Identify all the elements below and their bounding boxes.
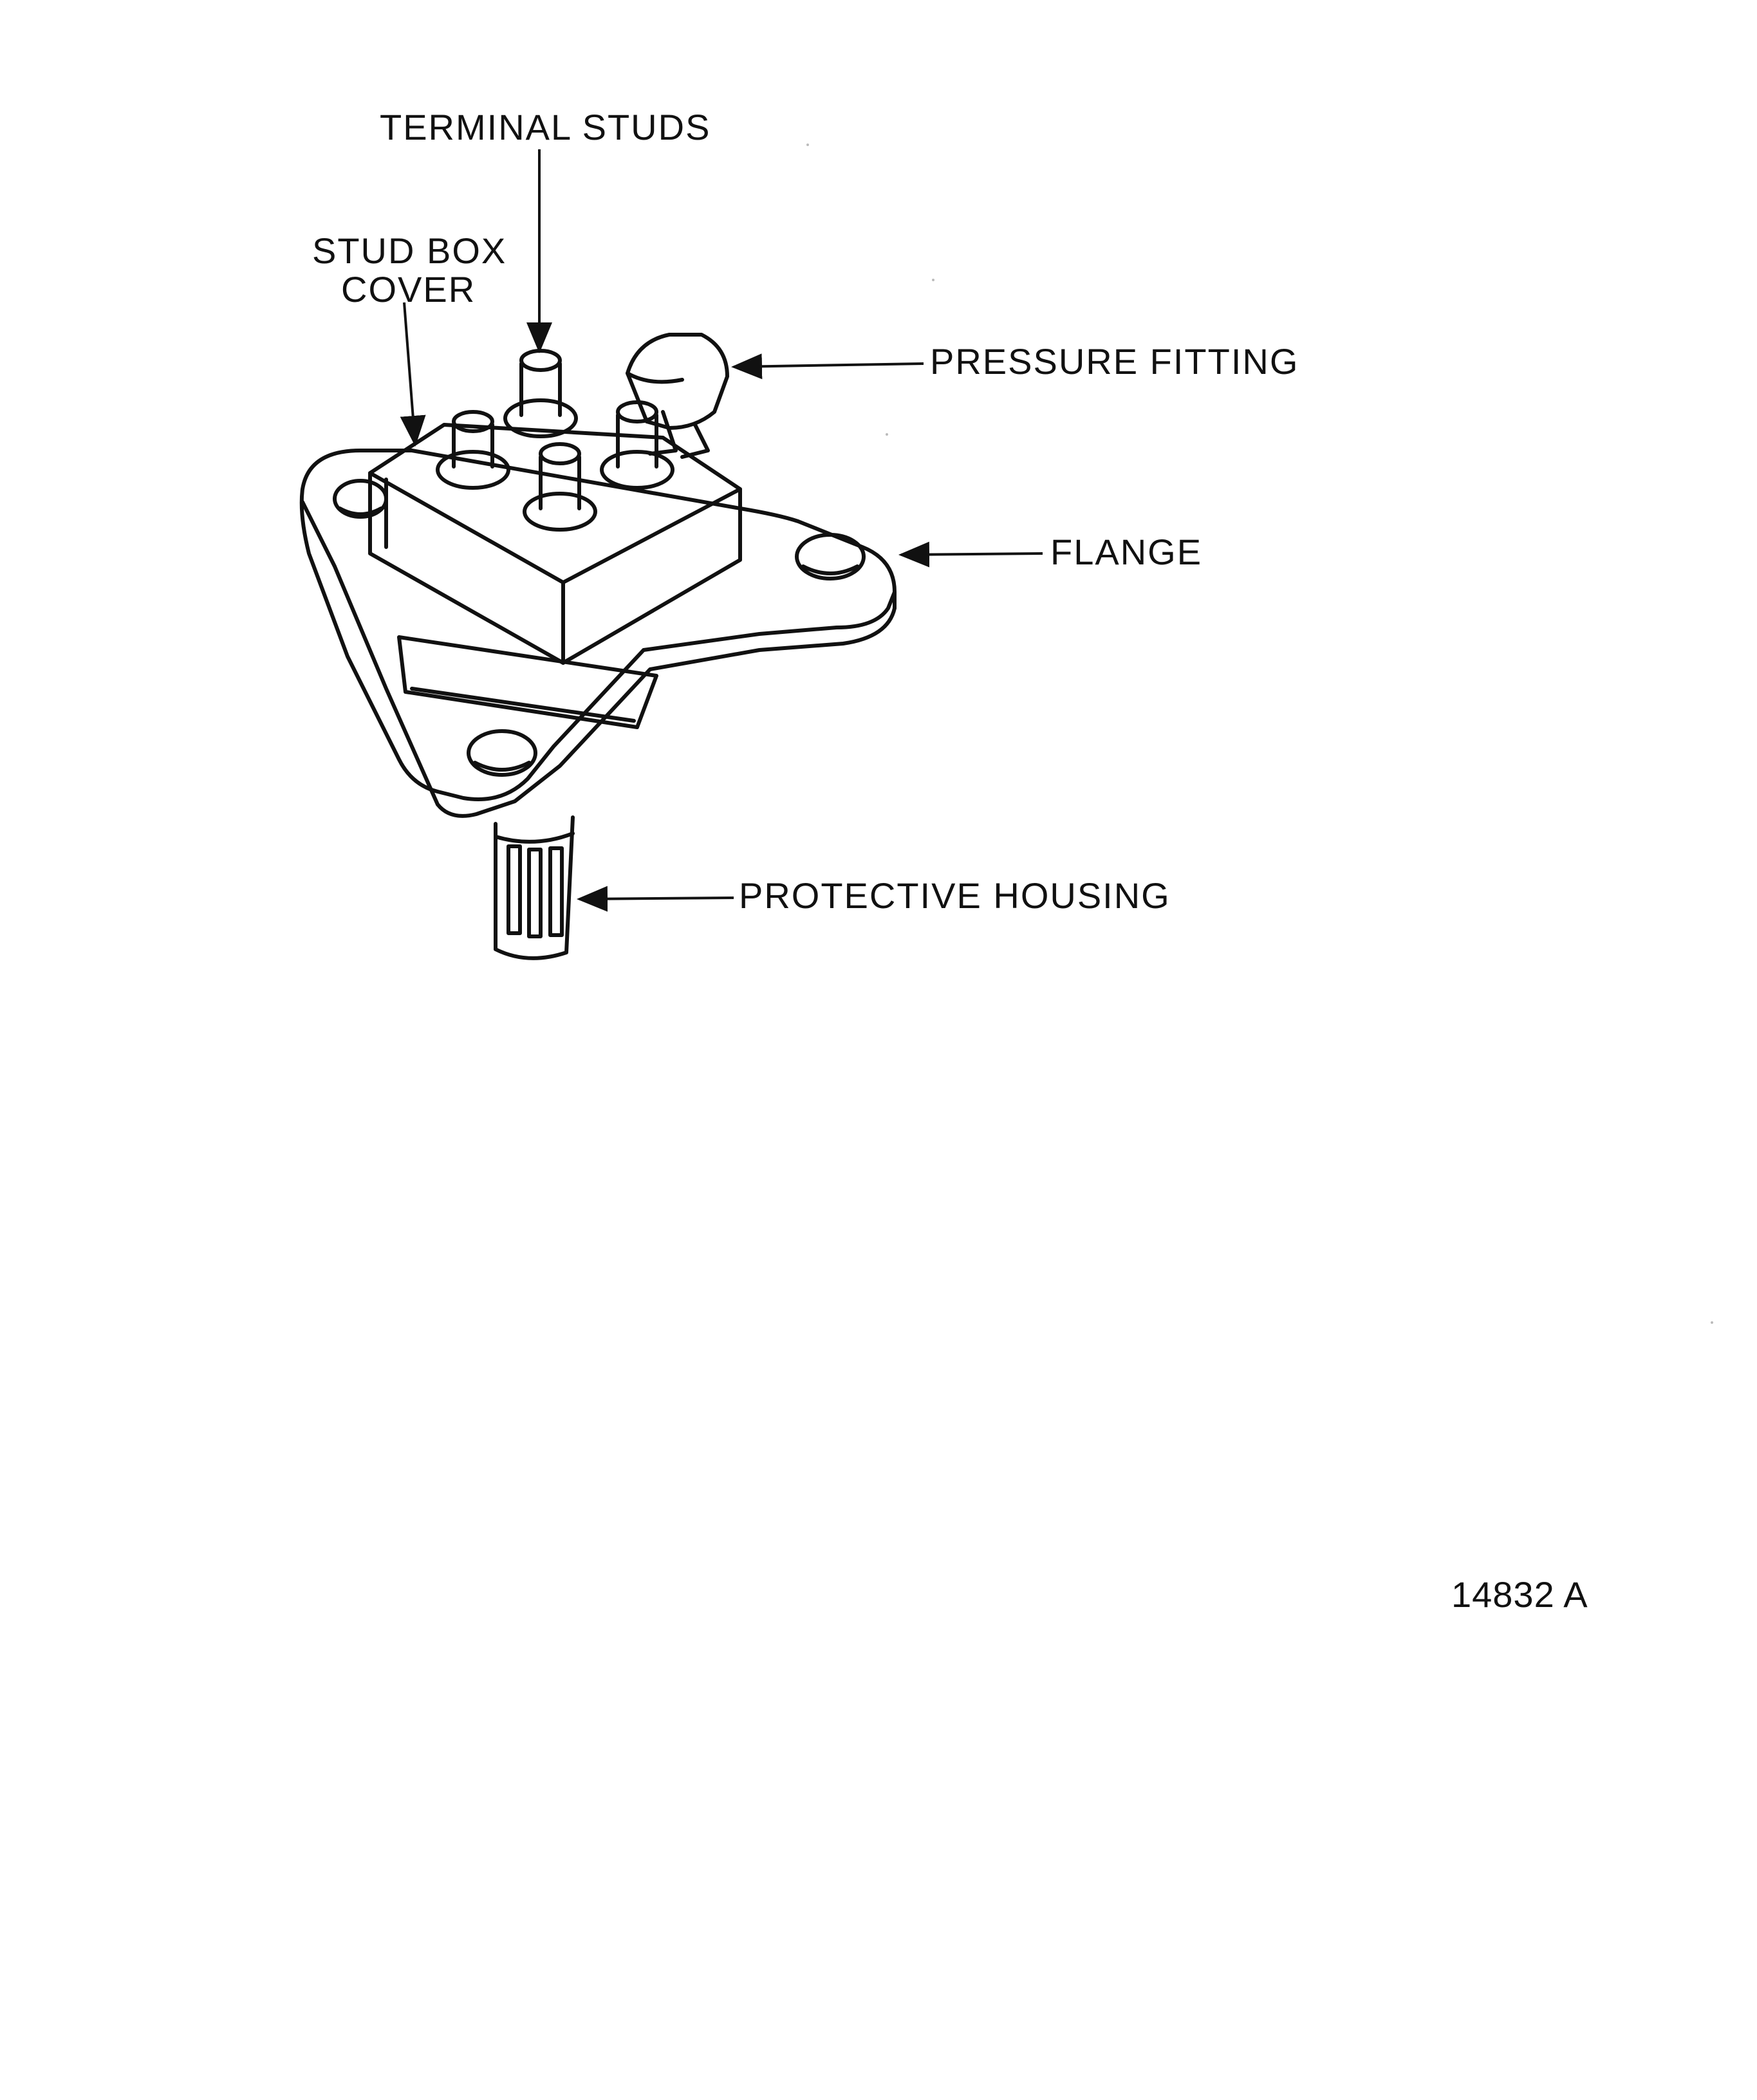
leader-protective-housing xyxy=(577,886,734,912)
flange-hole-left xyxy=(333,479,388,519)
flange-rib xyxy=(397,635,658,729)
scan-specks xyxy=(806,144,1713,1324)
protective-housing-probe xyxy=(494,815,575,960)
flange-hole-bottom xyxy=(467,729,537,777)
label-stud-box-cover-line1: STUD BOX xyxy=(312,230,507,271)
label-pressure-fitting: PRESSURE FITTING xyxy=(930,341,1299,382)
figure-number: 14832 A xyxy=(1451,1574,1588,1615)
stud-box-cover xyxy=(368,423,742,665)
terminal-stud-front xyxy=(523,442,597,532)
leader-stud-box-cover xyxy=(400,302,426,447)
flange-hole-right xyxy=(795,533,866,581)
pressure-fitting-body xyxy=(626,333,729,459)
label-terminal-studs: TERMINAL STUDS xyxy=(380,107,711,147)
label-flange: FLANGE xyxy=(1050,532,1203,572)
terminal-stud-back xyxy=(503,349,578,438)
leader-flange xyxy=(898,541,1043,568)
leader-pressure-fitting xyxy=(731,353,924,380)
label-protective-housing: PROTECTIVE HOUSING xyxy=(739,875,1171,916)
terminal-stud-left xyxy=(436,410,510,490)
flange-plate xyxy=(299,449,897,818)
label-stud-box-cover-line2: COVER xyxy=(341,269,476,310)
